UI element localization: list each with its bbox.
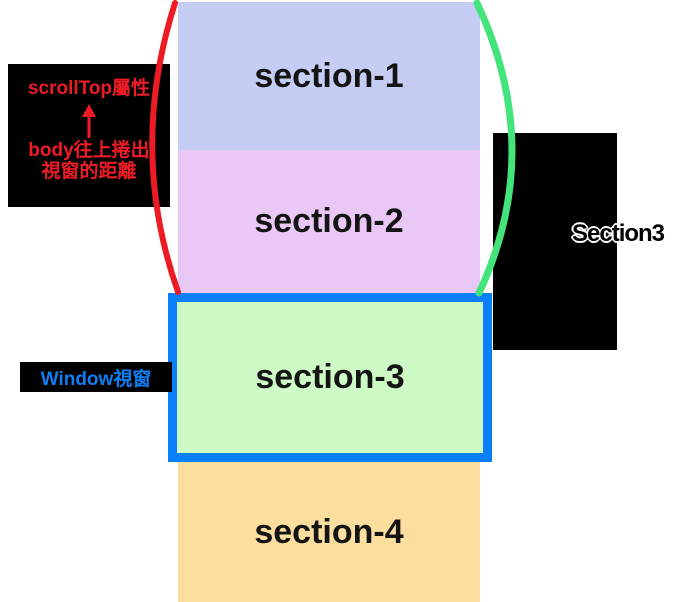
section-4-block: section-4 bbox=[178, 462, 480, 602]
viewport-window-box: section-3 bbox=[168, 293, 492, 462]
window-callout: Window視窗 bbox=[20, 362, 172, 392]
section-2-block: section-2 bbox=[178, 150, 480, 293]
window-callout-label: Window視窗 bbox=[40, 368, 152, 390]
section-4-label: section-4 bbox=[254, 512, 404, 551]
section-2-label: section-2 bbox=[254, 202, 404, 240]
section-1-block: section-1 bbox=[178, 2, 480, 150]
section-1-label: section-1 bbox=[254, 56, 404, 95]
section-3-label: section-3 bbox=[255, 358, 405, 396]
section3-overlay-label: Section3 bbox=[572, 220, 665, 247]
scrolltop-desc-line1: body往上捲出 bbox=[28, 140, 150, 161]
up-arrow-icon bbox=[82, 104, 96, 138]
scrolltop-title: scrollTop屬性 bbox=[27, 78, 151, 99]
scrolltop-desc-line2: 視窗的距離 bbox=[41, 161, 137, 182]
scrolltop-callout: scrollTop屬性 body往上捲出 視窗的距離 bbox=[8, 64, 170, 207]
